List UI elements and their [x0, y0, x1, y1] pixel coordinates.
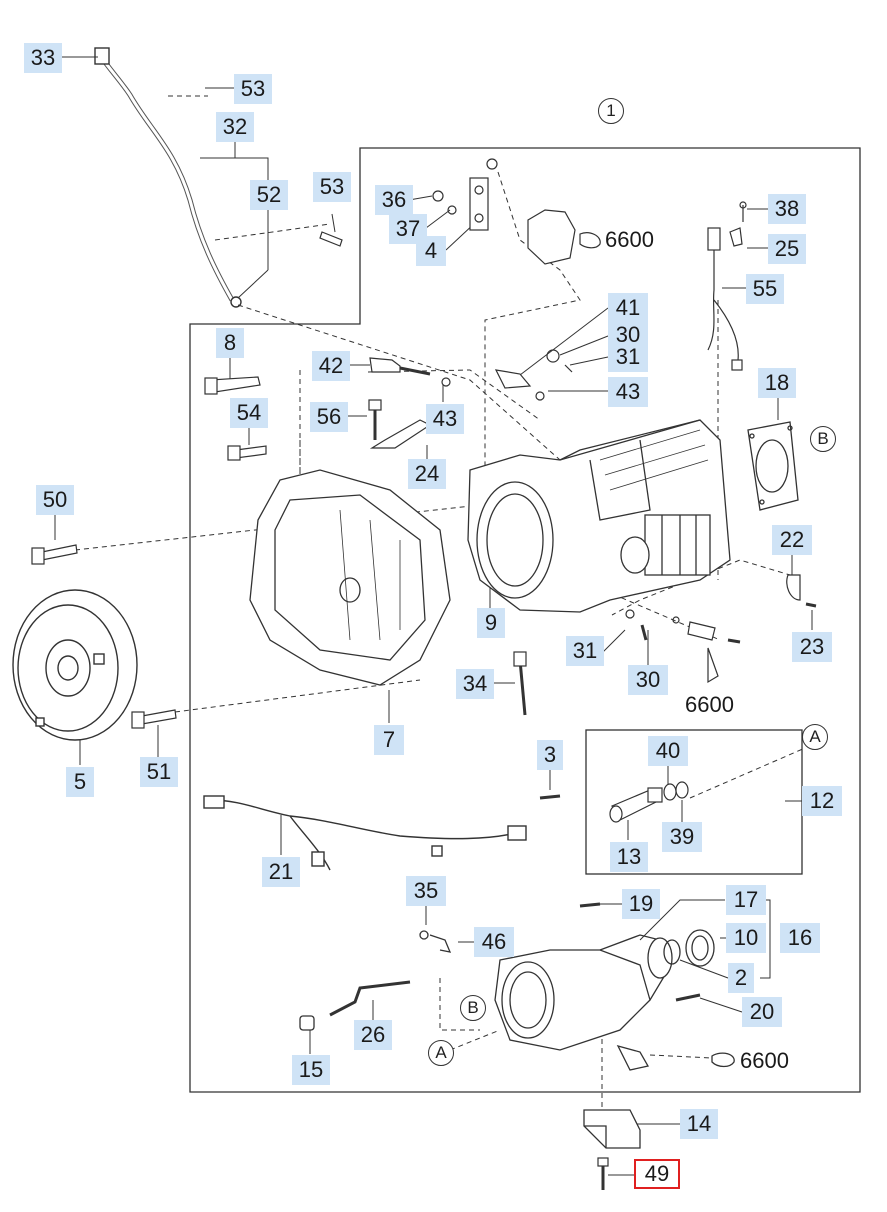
callout-36[interactable]: 36 — [375, 185, 413, 215]
callout-50[interactable]: 50 — [36, 485, 74, 515]
ref-circle-B-lower: B — [460, 995, 486, 1021]
harness-21-icon — [203, 795, 527, 871]
callout-31-b[interactable]: 31 — [566, 636, 604, 666]
callout-53-b[interactable]: 53 — [313, 172, 351, 202]
callout-23[interactable]: 23 — [792, 632, 832, 662]
bracket-22-icon — [786, 574, 801, 601]
callout-33[interactable]: 33 — [24, 43, 62, 73]
ref-circle-B: B — [810, 426, 836, 452]
callout-55[interactable]: 55 — [746, 274, 784, 304]
callout-34[interactable]: 34 — [456, 669, 494, 699]
callout-17[interactable]: 17 — [726, 885, 766, 915]
callout-49-highlighted[interactable]: 49 — [634, 1159, 680, 1189]
callout-26[interactable]: 26 — [354, 1020, 392, 1050]
callout-18[interactable]: 18 — [758, 368, 796, 398]
transmission-case-icon — [467, 419, 731, 613]
callout-8[interactable]: 8 — [216, 328, 244, 358]
callout-41[interactable]: 41 — [608, 293, 648, 323]
gasket-18-icon — [747, 421, 799, 511]
callout-43-b[interactable]: 43 — [426, 404, 464, 434]
tube-26-icon — [299, 980, 411, 1031]
harness-55-icon — [707, 201, 747, 371]
callout-5[interactable]: 5 — [66, 767, 94, 797]
callout-7[interactable]: 7 — [374, 725, 404, 755]
callout-53[interactable]: 53 — [234, 74, 272, 104]
callout-21[interactable]: 21 — [262, 857, 300, 887]
callout-35[interactable]: 35 — [406, 876, 446, 906]
solenoid-connector-icon — [486, 158, 601, 265]
torque-converter-icon — [12, 589, 138, 741]
callout-13[interactable]: 13 — [610, 842, 648, 872]
bolts-icon — [31, 231, 817, 1190]
code-6600-bottom[interactable]: 6600 — [740, 1048, 789, 1073]
extension-housing-icon — [419, 929, 735, 1071]
speed-sensor-icon — [369, 349, 719, 684]
callout-38[interactable]: 38 — [768, 194, 806, 224]
callout-32[interactable]: 32 — [216, 112, 254, 142]
callout-25[interactable]: 25 — [768, 234, 806, 264]
callout-2[interactable]: 2 — [728, 963, 754, 993]
callout-9[interactable]: 9 — [477, 608, 505, 638]
callout-43[interactable]: 43 — [608, 377, 648, 407]
filler-tube-icon — [94, 47, 242, 308]
callout-12[interactable]: 12 — [802, 786, 842, 816]
callout-54[interactable]: 54 — [230, 398, 268, 428]
ref-circle-A: A — [802, 724, 828, 750]
callout-52[interactable]: 52 — [250, 180, 288, 210]
callout-14[interactable]: 14 — [680, 1109, 718, 1139]
callout-3[interactable]: 3 — [537, 740, 563, 770]
callout-19[interactable]: 19 — [622, 889, 660, 919]
callout-56[interactable]: 56 — [310, 402, 348, 432]
callout-30-b[interactable]: 30 — [628, 665, 668, 695]
assembly-frame — [189, 147, 861, 1093]
bracket-4-icon — [432, 177, 489, 231]
converter-housing-icon — [249, 469, 451, 686]
callout-24[interactable]: 24 — [408, 459, 446, 489]
ref-circle-1: 1 — [598, 98, 624, 124]
callout-31[interactable]: 31 — [608, 342, 648, 372]
callout-20[interactable]: 20 — [742, 997, 782, 1027]
callout-51[interactable]: 51 — [140, 757, 178, 787]
callout-22[interactable]: 22 — [772, 525, 812, 555]
solenoid-12-icon — [609, 781, 689, 823]
callout-42[interactable]: 42 — [312, 351, 350, 381]
code-6600-top[interactable]: 6600 — [605, 227, 654, 252]
mount-14-icon — [583, 1109, 641, 1149]
callout-15[interactable]: 15 — [292, 1055, 330, 1085]
callout-16[interactable]: 16 — [780, 923, 820, 953]
callout-40[interactable]: 40 — [648, 736, 688, 766]
code-6600-mid[interactable]: 6600 — [685, 692, 734, 717]
callout-10[interactable]: 10 — [726, 923, 766, 953]
ref-circle-A-lower: A — [428, 1040, 454, 1066]
callout-4[interactable]: 4 — [416, 236, 446, 266]
callout-39[interactable]: 39 — [662, 822, 702, 852]
callout-46[interactable]: 46 — [474, 927, 514, 957]
